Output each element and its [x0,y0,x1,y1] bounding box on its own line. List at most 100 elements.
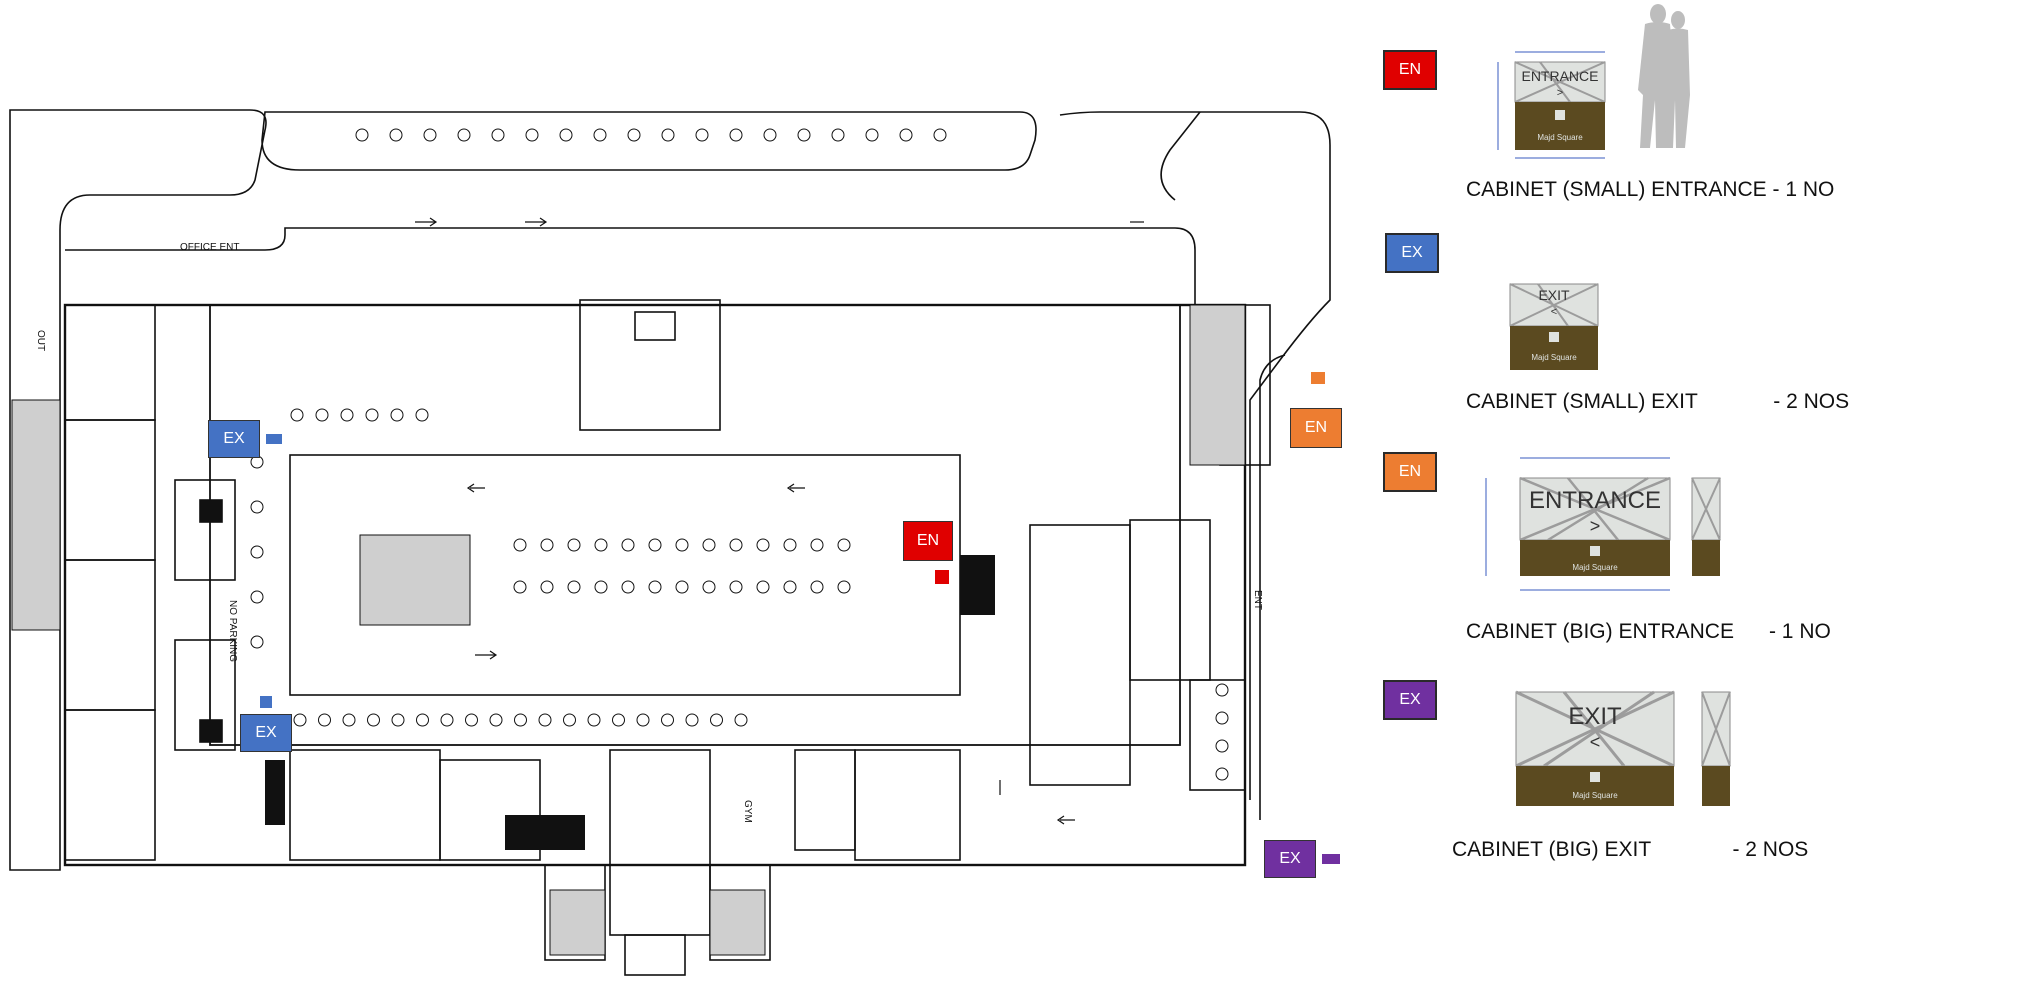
label-ent: ENT [1252,590,1263,610]
sign-text: EXIT [1568,703,1622,730]
parking-stall-marker [525,128,539,142]
sign-big-entrance: ENTRANCE > Majd Square [1485,457,1721,591]
parking-stall-marker [315,408,329,422]
parking-stall-marker [567,538,581,552]
parking-stall-marker [538,713,552,727]
entrance-marker-right[interactable]: EN [1290,408,1342,448]
parking-stall-marker [675,580,689,594]
parking-stall-marker [763,128,777,142]
north-island [261,111,1037,171]
legend-tag-entrance-big: EN [1383,452,1437,492]
parking-stall-marker [661,128,675,142]
parking-stall-marker [837,538,851,552]
parking-stall-marker [514,713,527,727]
parking-stall-marker [559,128,573,142]
parking-stall-marker [837,580,851,594]
parking-stall-marker [440,713,454,727]
north-road-edge [1059,111,1331,800]
marker-label: EX [223,430,245,447]
sign-big-exit: EXIT < Majd Square [1515,690,1731,806]
legend-desc-entrance-big: CABINET (BIG) ENTRANCE - 1 NO [1466,620,1831,643]
sign-small-exit: EXIT < Majd Square [1509,283,1599,370]
parking-stall-marker [250,635,264,649]
sign-brand: Majd Square [1572,563,1618,572]
outer-road-boundary [9,109,267,871]
parking-stall-marker [293,713,307,727]
parking-stall-marker [367,713,380,727]
sign-arrow: > [1557,87,1563,99]
parking-stall-marker [756,538,770,552]
parking-stall-marker [513,580,527,594]
parking-stall-marker [710,713,723,727]
parking-stall-marker [1215,767,1229,781]
parking-stall-marker [594,580,608,594]
parking-stall-marker [391,713,405,727]
marker-label: EX [255,724,277,741]
parking-stall-marker [621,538,635,552]
parking-stall-marker [594,538,608,552]
legend-tag-exit-big: EX [1383,680,1437,720]
parking-stall-marker [636,713,650,727]
hatched-ramp-west [11,399,61,631]
sign-brand: Majd Square [1572,791,1618,800]
parking-stall-marker [250,545,264,559]
exit-pointer-icon [1322,854,1340,864]
parking-stall-marker [729,580,743,594]
parking-stall-marker [389,128,403,142]
entrance-pointer-icon [935,570,949,584]
legend-desc-exit-big: CABINET (BIG) EXIT - 2 NOS [1452,838,1809,861]
parking-stall-marker [865,128,879,142]
parking-stall-marker [695,128,709,142]
parking-stall-marker [416,713,429,727]
exit-marker-bottom-left[interactable]: EX [240,714,292,752]
parking-stall-marker [318,713,331,727]
parking-stall-marker [702,538,716,552]
parking-stall-marker [831,128,845,142]
parking-stall-marker [783,580,797,594]
parking-stall-marker [756,580,770,594]
parking-floor-plan: OUT OFFICE ENT GYM ENT NO PARKING [9,109,1331,976]
marker-label: EN [916,532,940,549]
sign-text: EXIT [1538,287,1570,303]
label-office-ent: OFFICE ENT [180,242,239,253]
sign-text: ENTRANCE [1521,68,1598,84]
parking-stall-marker [340,408,354,422]
legend-tag-entrance-small: EN [1383,50,1437,90]
parking-stall-marker [612,713,625,727]
sign-brand: Majd Square [1531,353,1577,362]
parking-stall-marker [734,713,748,727]
label-out: OUT [35,330,46,351]
parking-stall-marker [702,580,716,594]
parking-stall-marker [729,128,743,142]
parking-stall-marker [342,713,356,727]
parking-stall-marker [1215,683,1229,697]
parking-stall-marker [627,128,641,142]
parking-stall-marker [290,408,304,422]
parking-stall-marker [648,580,662,594]
exit-marker-bottom-right[interactable]: EX [1264,840,1316,878]
exit-pointer-icon [266,434,282,444]
parking-stall-marker [933,128,947,142]
parking-stall-marker [513,538,527,552]
parking-stall-marker [661,713,674,727]
sign-arrow: < [1551,306,1557,318]
parking-stall-marker [250,590,264,604]
parking-stall-marker [1215,711,1229,725]
parking-stall-marker [797,128,811,142]
entrance-pointer-icon [1311,372,1325,384]
east-road-edge [1160,111,1201,201]
entrance-marker-center[interactable]: EN [903,521,953,561]
parking-stall-marker [465,713,478,727]
sign-small-entrance: ENTRANCE > Majd Square [1497,4,1690,159]
parking-stall-marker [567,580,581,594]
parking-stall-marker [491,128,505,142]
parking-stall-marker [810,538,824,552]
parking-stall-marker [540,580,554,594]
marker-label: EN [1304,419,1328,436]
label-gym: GYM [742,800,753,823]
sign-arrow: > [1590,516,1601,536]
legend-desc-exit-small: CABINET (SMALL) EXIT - 2 NOS [1466,390,1850,413]
legend-desc-entrance-small: CABINET (SMALL) ENTRANCE - 1 NO [1466,178,1835,201]
exit-pointer-icon [260,696,272,708]
exit-marker-top-left[interactable]: EX [208,420,260,458]
